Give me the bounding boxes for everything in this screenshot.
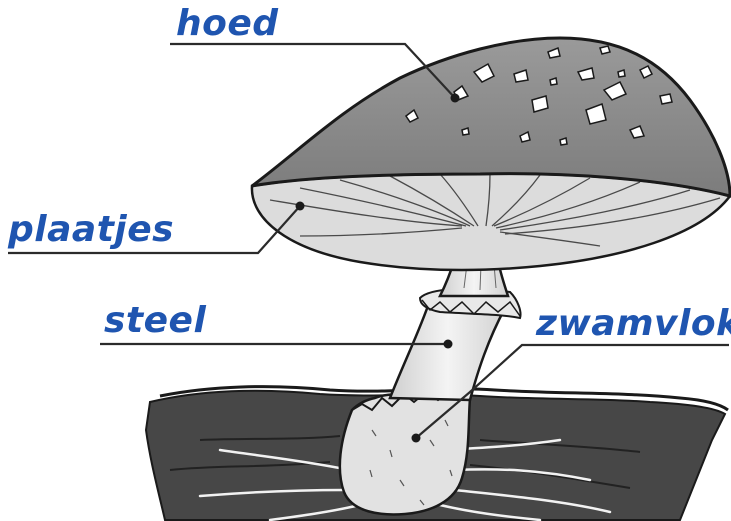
volva-base [340, 392, 470, 514]
cap-underside [252, 174, 730, 270]
leader-dot-zwamvlok [412, 434, 421, 443]
label-hoed: hoed [176, 6, 279, 42]
label-plaatjes: plaatjes [8, 212, 174, 248]
leader-dot-plaatjes [296, 202, 305, 211]
cap [252, 38, 730, 196]
leader-dot-steel [444, 340, 453, 349]
label-steel: steel [104, 303, 206, 339]
label-zwamvlok: zwamvlok [536, 306, 731, 342]
leader-dot-hoed [451, 94, 460, 103]
